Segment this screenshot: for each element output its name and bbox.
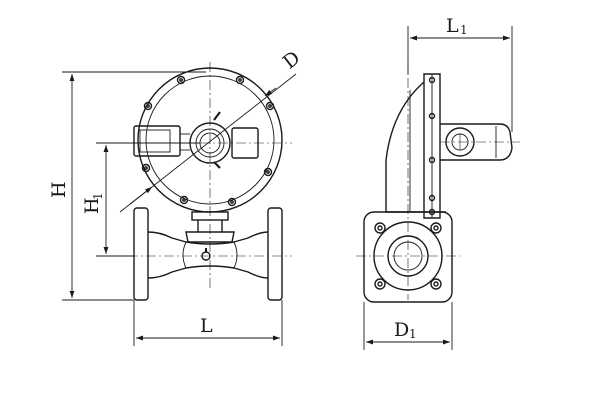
dimension-D — [119, 73, 297, 213]
front-view — [128, 62, 292, 301]
side-flange — [356, 211, 460, 303]
label-H1: H 1 — [81, 192, 105, 214]
valve-body — [128, 207, 292, 301]
label-H: H — [48, 181, 70, 198]
dimension-H — [62, 71, 206, 301]
label-L1-base: L — [446, 15, 459, 37]
dimension-L1 — [407, 26, 513, 132]
label-D1-base: D — [394, 319, 409, 341]
label-H1-base: H — [81, 197, 103, 214]
label-D1-sub: 1 — [409, 327, 417, 341]
side-view — [356, 60, 520, 303]
dimension-L — [133, 300, 283, 346]
label-L: L — [200, 315, 213, 337]
label-D: D — [279, 47, 305, 74]
label-L1-sub: 1 — [460, 23, 468, 37]
dimension-H1 — [96, 142, 200, 257]
label-H1-sub: 1 — [91, 192, 105, 200]
label-D1: D 1 — [394, 319, 417, 341]
dimension-D1 — [363, 302, 453, 350]
side-housing — [385, 73, 513, 219]
label-L1: L 1 — [446, 15, 468, 37]
diaphragm-housing — [133, 67, 283, 221]
